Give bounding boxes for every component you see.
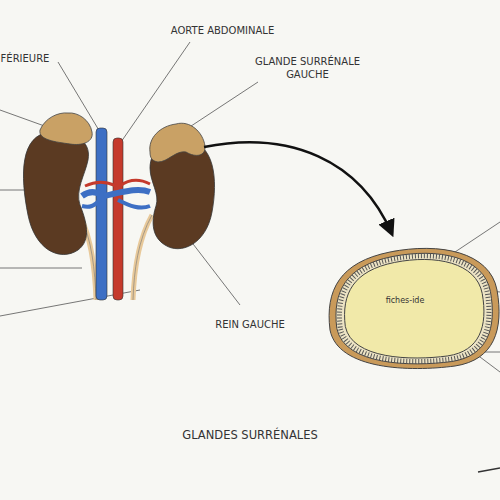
- renal-artery: [85, 182, 116, 186]
- renal-vein: [82, 192, 100, 196]
- cortex-hatching: [339, 256, 489, 362]
- leader-line: [190, 240, 240, 305]
- leader-line: [0, 268, 82, 269]
- adrenal-cortex: [336, 253, 492, 364]
- renal-vein: [104, 190, 150, 196]
- watermark: fiches-ide: [375, 294, 435, 307]
- renal-artery: [120, 180, 150, 186]
- ureter: [133, 215, 152, 300]
- left-adrenal-gland: [150, 123, 205, 162]
- vessel-label: FÉRIEURE: [0, 52, 60, 65]
- leader-line: [182, 82, 258, 132]
- zoom-arrow: [204, 142, 392, 234]
- organ-label: REIN GAUCHE: [205, 318, 295, 331]
- diagram-title: GLANDES SURRÉNALES: [140, 429, 360, 442]
- corner-mark: [478, 468, 500, 472]
- renal-vein: [82, 200, 100, 207]
- adrenal-capsule: [329, 248, 499, 368]
- aorta: [113, 138, 123, 300]
- right-kidney: [23, 132, 88, 255]
- ureter-outline: [133, 215, 152, 300]
- right-adrenal-gland: [40, 113, 92, 145]
- renal-vein: [118, 200, 150, 208]
- adrenal-medulla: [345, 259, 484, 358]
- vessel-label: AORTE ABDOMINALE: [160, 24, 285, 37]
- organ-label: GLANDE SURRÉNALE GAUCHE: [250, 55, 365, 81]
- vena-cava: [96, 128, 107, 300]
